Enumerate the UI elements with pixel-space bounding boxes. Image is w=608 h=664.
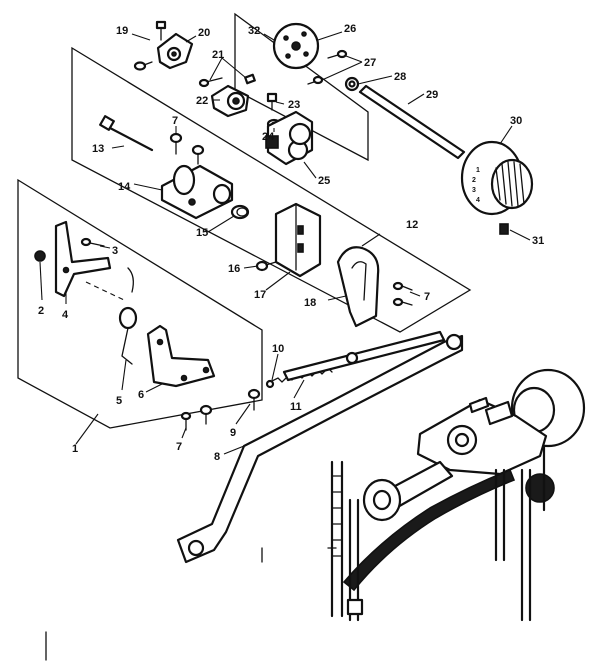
callout-7-bottom: 7 [176, 441, 182, 453]
knob-30 [460, 140, 534, 216]
callout-1: 1 [72, 443, 78, 455]
callout-7-right: 7 [424, 291, 430, 303]
screw-19b [133, 61, 153, 71]
dial-mark: 1 [476, 167, 480, 174]
spring-10 [265, 367, 333, 389]
screw-2 [34, 250, 46, 262]
callout-6: 6 [138, 389, 144, 401]
dial-mark: 4 [476, 197, 480, 204]
callout-13: 13 [92, 143, 104, 155]
shaft-29 [358, 84, 466, 160]
callout-25: 25 [318, 175, 330, 187]
lever-8 [176, 333, 464, 564]
callout-17: 17 [254, 289, 266, 301]
callout-20: 20 [198, 27, 210, 39]
callout-19: 19 [116, 25, 128, 37]
block-17 [274, 202, 322, 278]
callout-29: 29 [426, 89, 438, 101]
leader-lines [39, 31, 531, 455]
washer-28 [344, 76, 360, 92]
guide-18 [336, 246, 380, 328]
link-11 [282, 330, 446, 382]
screw-3 [80, 237, 105, 247]
callout-5: 5 [116, 395, 122, 407]
screws-21 [198, 73, 256, 88]
spring-15 [230, 204, 250, 220]
callout-7-top: 7 [172, 115, 178, 127]
screw-23 [266, 92, 278, 111]
lever-20 [156, 32, 194, 70]
panel-middle-group-12 [71, 46, 472, 333]
dial-marks: 1 2 3 4 [472, 167, 480, 204]
callout-30: 30 [510, 115, 522, 127]
callout-28: 28 [394, 71, 406, 83]
bracket-14 [160, 164, 234, 220]
callout-32: 32 [248, 25, 260, 37]
screws-27 [307, 49, 348, 85]
callout-26: 26 [344, 23, 356, 35]
callout-22: 22 [196, 95, 208, 107]
bracket-25 [265, 110, 314, 166]
callout-15: 15 [196, 227, 208, 239]
callout-10: 10 [272, 343, 284, 355]
callout-27: 27 [364, 57, 376, 69]
screw-9 [247, 388, 261, 411]
screw-31 [499, 223, 509, 235]
callout-3: 3 [112, 245, 118, 257]
screws-7-right [392, 281, 413, 307]
callout-16: 16 [228, 263, 240, 275]
callout-21: 21 [212, 49, 224, 61]
assembly-dashed-line [85, 281, 125, 301]
callout-4: 4 [62, 309, 69, 321]
callout-12: 12 [406, 219, 418, 231]
dial-mark: 3 [472, 187, 476, 194]
callout-31: 31 [532, 235, 544, 247]
assembled-mechanism [45, 368, 586, 661]
screw-19 [155, 20, 167, 41]
callout-23: 23 [288, 99, 300, 111]
callout-24: 24 [262, 131, 275, 143]
dial-mark: 2 [472, 177, 476, 184]
callout-9: 9 [230, 427, 236, 439]
callout-11: 11 [290, 401, 302, 413]
callout-8: 8 [214, 451, 220, 463]
plate-26 [272, 22, 320, 70]
callout-14: 14 [118, 181, 131, 193]
plate-6 [146, 324, 216, 388]
callout-2: 2 [38, 305, 44, 317]
lever-4 [54, 220, 112, 298]
callout-numbers: 1 2 3 4 5 6 7 7 7 8 9 10 11 12 13 14 15 … [38, 23, 544, 463]
spring-5 [118, 267, 138, 365]
cam-22 [210, 84, 250, 118]
screws-7-top [169, 132, 205, 165]
screw-13 [99, 115, 154, 152]
screws-7-bottom [180, 404, 213, 431]
callout-18: 18 [304, 297, 316, 309]
